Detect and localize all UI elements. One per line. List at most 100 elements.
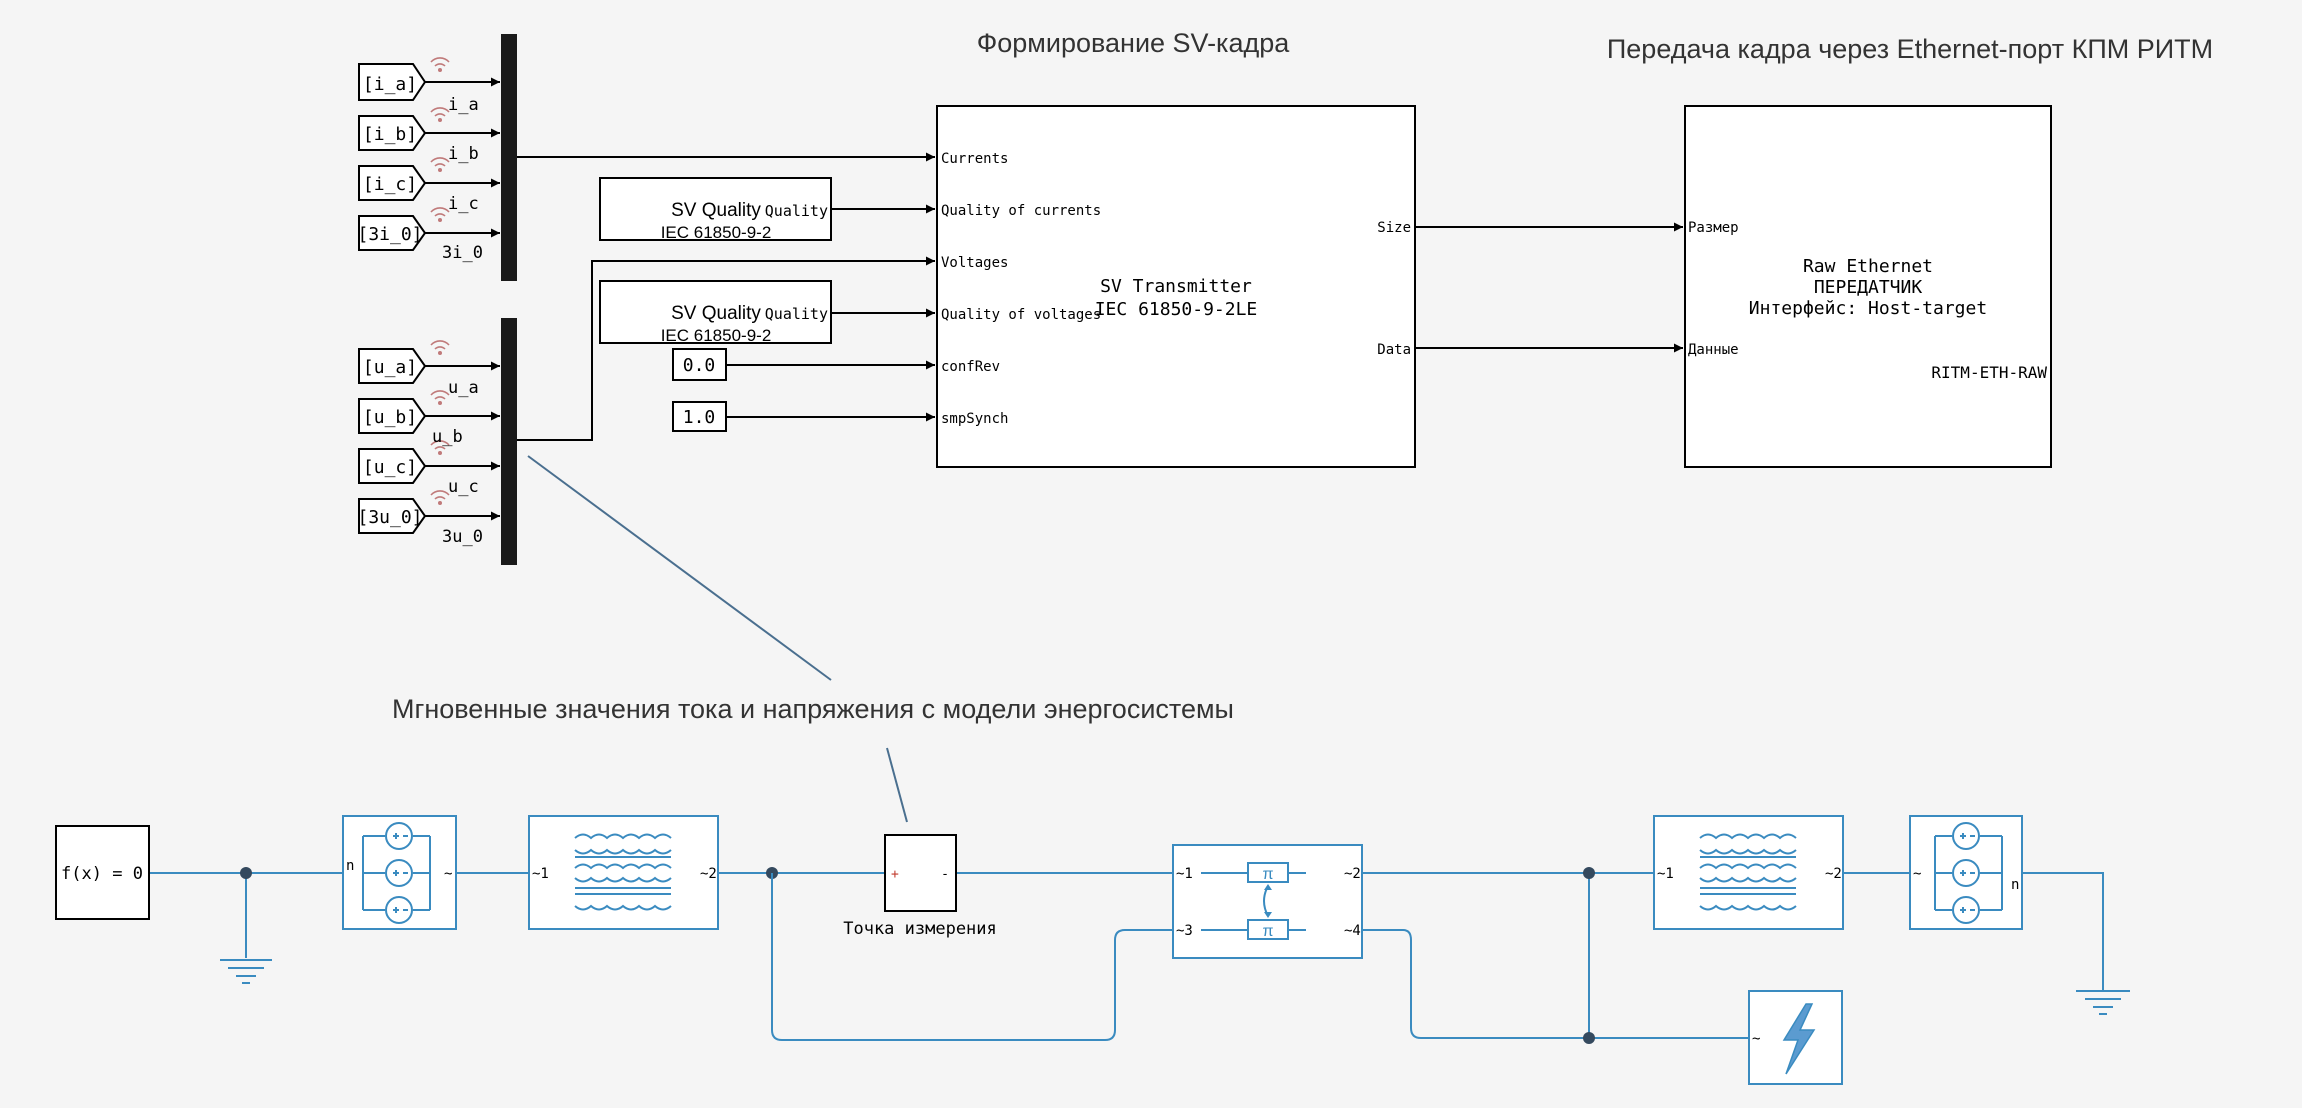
port-conf-rev: confRev (941, 359, 1000, 375)
goto-tag-label: [3u_0] (357, 507, 422, 528)
sv-quality-port: Quality (765, 202, 828, 220)
sv-quality-port: Quality (765, 305, 828, 323)
port-label: ~ (1913, 866, 1921, 882)
constant-value: 0.0 (683, 355, 716, 376)
measurement-point-label: Точка измерения (843, 919, 997, 939)
signal-icon (430, 157, 450, 173)
goto-tag-label: [i_a] (363, 74, 417, 95)
signal-icon (430, 490, 450, 506)
line-pi-symbol: π (1262, 866, 1273, 883)
sv-quality-standard: IEC 61850-9-2 (661, 223, 772, 242)
wire-voltages-bus (517, 256, 935, 441)
port-label: ~1 (1657, 866, 1674, 882)
goto-tag-i-c[interactable]: [i_c] (358, 165, 427, 201)
title-sv-frame: Формирование SV-кадра (977, 28, 1291, 58)
bus-wire (1362, 929, 1749, 1039)
signal-label-i-b: i_b (448, 144, 479, 164)
bus-wire (771, 873, 1173, 1041)
measurement-plus: + (891, 867, 899, 882)
ground-right[interactable] (2076, 960, 2130, 1015)
goto-tag-u-c[interactable]: [u_c] (358, 448, 427, 484)
mux-currents[interactable] (501, 34, 517, 281)
sv-transmitter-title: SV Transmitter (1100, 276, 1252, 297)
solver-label: f(x) = 0 (61, 864, 143, 884)
constant-value: 1.0 (683, 407, 716, 428)
goto-tag-label: [u_a] (363, 357, 417, 378)
constant-conf-rev[interactable]: 0.0 (672, 348, 727, 381)
signal-label-3u-0: 3u_0 (442, 527, 483, 547)
title-eth-transfer: Передача кадра через Ethernet-порт КПМ Р… (1607, 34, 2213, 64)
signal-icon (430, 390, 450, 406)
measurement-minus: - (941, 867, 949, 882)
port-currents: Currents (941, 151, 1008, 167)
port-dannye: Данные (1688, 342, 1739, 358)
solver-config-block[interactable]: f(x) = 0 (55, 825, 150, 920)
ground-left[interactable] (220, 959, 272, 984)
three-phase-source-left[interactable]: n ~ (342, 815, 457, 930)
constant-smp-synch[interactable]: 1.0 (672, 401, 727, 432)
signal-icon (430, 57, 450, 73)
goto-tag-label: [i_b] (363, 124, 417, 145)
measurement-point-block[interactable]: + - (884, 834, 957, 912)
goto-tag-i-b[interactable]: [i_b] (358, 115, 427, 151)
goto-tag-3i-0[interactable]: [3i_0] (357, 215, 427, 251)
signal-icon (430, 207, 450, 223)
bus-wire (2022, 872, 2104, 960)
sv-quality-standard: IEC 61850-9-2 (661, 326, 772, 345)
raw-ethernet-block[interactable]: Raw Ethernet ПЕРЕДАТЧИК Интерфейс: Host-… (1684, 105, 2052, 468)
annotation-pointer-mux (527, 455, 832, 681)
port-label: ~4 (1344, 923, 1361, 939)
sv-transmitter-standard: IEC 61850-9-2LE (1095, 299, 1258, 320)
goto-tag-i-a[interactable]: [i_a] (358, 63, 427, 101)
title-instant-values: Мгновенные значения тока и напряжения с … (392, 694, 1234, 724)
port-label: ~2 (1825, 866, 1842, 882)
port-data: Data (1377, 342, 1411, 358)
sv-transmitter-block[interactable]: SV Transmitter IEC 61850-9-2LE Currents … (936, 105, 1416, 468)
port-smp-synch: smpSynch (941, 411, 1008, 427)
sv-quality-title: SV Quality (671, 200, 761, 221)
raw-ethernet-tag: RITM-ETH-RAW (1931, 363, 2047, 382)
goto-tag-label: [u_b] (363, 407, 417, 428)
signal-label-u-c: u_c (448, 477, 479, 497)
transformer-right[interactable]: ~1 ~2 (1653, 815, 1844, 930)
junction-node (1583, 867, 1595, 879)
three-phase-source-right[interactable]: ~ n (1909, 815, 2023, 930)
signal-label-3i-0: 3i_0 (442, 243, 483, 263)
port-quality-of-voltages: Quality of voltages (941, 307, 1101, 323)
port-voltages: Voltages (941, 255, 1008, 271)
signal-icon (430, 340, 450, 356)
port-label: n (346, 858, 354, 874)
raw-ethernet-line3: Интерфейс: Host-target (1749, 298, 1987, 319)
signal-label-i-a: i_a (448, 95, 479, 115)
goto-tag-u-b[interactable]: [u_b] (358, 398, 427, 434)
signal-icon (430, 107, 450, 123)
transformer-left[interactable]: ~1 ~2 (528, 815, 719, 930)
goto-tag-label: [u_c] (363, 457, 417, 478)
port-razmer: Размер (1688, 220, 1739, 236)
goto-tag-u-a[interactable]: [u_a] (358, 348, 427, 384)
raw-ethernet-line2: ПЕРЕДАТЧИК (1814, 277, 1923, 298)
sv-quality-title: SV Quality (671, 303, 761, 324)
fault-block[interactable]: ~ (1748, 990, 1843, 1085)
mux-voltages[interactable] (501, 318, 517, 565)
transmission-line-block[interactable]: π π ~1 ~2 ~3 ~4 (1172, 844, 1363, 959)
goto-tag-3u-0[interactable]: [3u_0] (357, 498, 427, 534)
port-quality-of-currents: Quality of currents (941, 203, 1101, 219)
goto-tag-label: [3i_0] (357, 224, 422, 245)
port-label: n (2011, 877, 2019, 893)
annotation-pointer-measurement (886, 747, 908, 823)
signal-label-u-a: u_a (448, 378, 479, 398)
lightning-icon (1782, 1003, 1816, 1075)
line-pi-symbol: π (1262, 923, 1273, 940)
signal-label-u-b: u_b (432, 427, 463, 447)
port-label: ~ (444, 866, 452, 882)
port-size: Size (1377, 220, 1411, 236)
port-label: ~2 (1344, 866, 1361, 882)
port-label: ~3 (1176, 923, 1193, 939)
signal-label-i-c: i_c (448, 194, 479, 214)
port-label: ~ (1752, 1031, 1760, 1047)
sv-quality-voltages-block[interactable]: SV Quality Quality (599, 280, 832, 344)
junction-node (1583, 1032, 1595, 1044)
port-label: ~1 (532, 866, 549, 882)
